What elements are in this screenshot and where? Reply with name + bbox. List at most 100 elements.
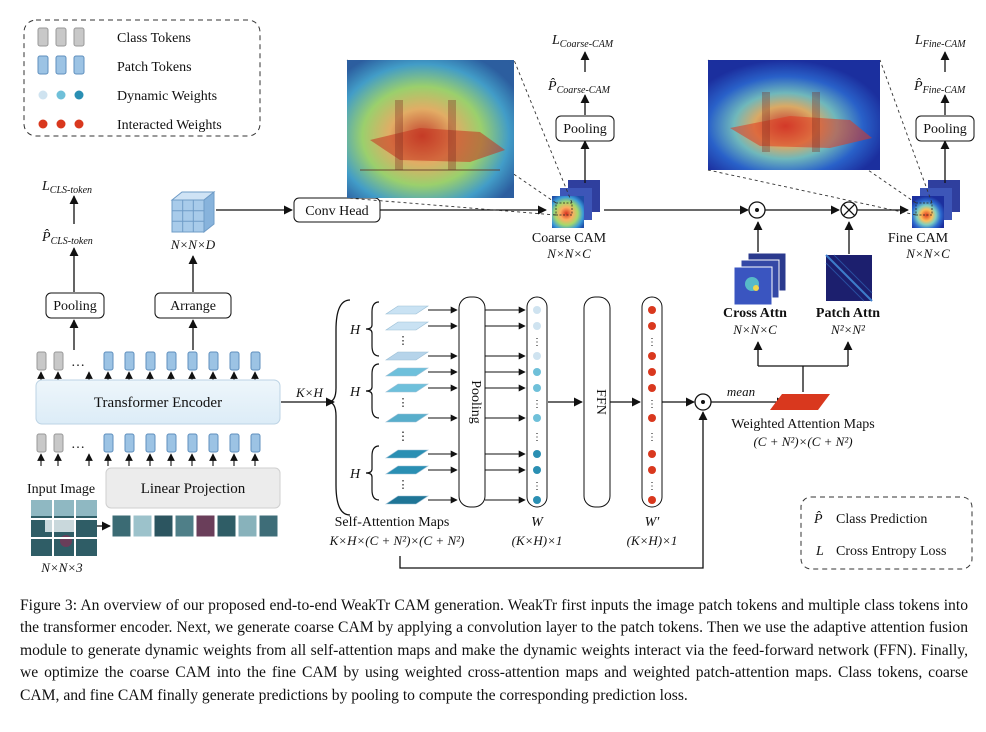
- class-token-swatch: [37, 27, 85, 47]
- attention-map: [385, 495, 429, 505]
- weighted-maps-label: Weighted Attention Maps: [731, 417, 875, 432]
- mean-label: mean: [727, 384, 755, 399]
- patch-token: [250, 433, 261, 453]
- pred-fine-cam: P̂Fine-CAM: [913, 78, 966, 96]
- notation-p-text: Class Prediction: [836, 512, 927, 527]
- dynamic-weight-swatch: [38, 90, 84, 100]
- interacted-weight: [648, 414, 656, 422]
- legend: Class Tokens Patch Tokens Dynamic Weight…: [23, 19, 261, 137]
- coarse-cam-heatmap: [347, 60, 514, 198]
- patch-token: [208, 433, 219, 453]
- nnd-label: N×N×D: [170, 237, 216, 252]
- input-image-label: Input Image: [27, 482, 95, 497]
- attention-map: [385, 367, 429, 377]
- svg-text:⋮: ⋮: [647, 481, 657, 492]
- svg-text:⋮: ⋮: [647, 432, 657, 443]
- patch-token: [103, 351, 114, 371]
- loss-coarse-cam: LCoarse-CAM: [551, 33, 614, 50]
- svg-text:⋮: ⋮: [398, 335, 409, 347]
- w-vector-box: [526, 296, 548, 508]
- cross-attn-label: Cross Attn: [723, 306, 787, 321]
- token-ellipsis: …: [71, 355, 85, 370]
- w-prime-label: W′: [645, 515, 661, 530]
- pooling-box-cls: [45, 292, 105, 319]
- patch-token: [166, 433, 177, 453]
- patch-token: [208, 351, 219, 371]
- patch-token: [124, 351, 135, 371]
- interacted-weight: [648, 384, 656, 392]
- attention-map: [385, 413, 429, 423]
- svg-text:⋮: ⋮: [532, 399, 542, 410]
- patch-token: [145, 433, 156, 453]
- weaktr-diagram: Class Tokens Patch Tokens Dynamic Weight…: [23, 19, 975, 575]
- class-token: [36, 351, 47, 371]
- dynamic-weight: [533, 496, 541, 504]
- loss-fine-cam: LFine-CAM: [914, 33, 966, 50]
- image-patch: [111, 514, 132, 538]
- input-image-grid: [31, 500, 97, 556]
- token-ellipsis: …: [71, 437, 85, 452]
- image-patch: [237, 514, 258, 538]
- w-dims-label: (K×H)×1: [512, 533, 563, 548]
- dynamic-weight-vector: ⋮⋮⋮⋮: [532, 306, 542, 504]
- coarse-cam-label: Coarse CAM: [532, 231, 607, 246]
- notation-l-text: Cross Entropy Loss: [836, 544, 946, 559]
- input-dims-label: N×N×3: [40, 560, 83, 575]
- ffn-label: FFN: [593, 389, 608, 415]
- svg-text:⋮: ⋮: [647, 337, 657, 348]
- arrange-box: [154, 292, 232, 319]
- image-patch: [153, 514, 174, 538]
- attention-map: [385, 305, 429, 315]
- patch-token: [103, 433, 114, 453]
- image-patch: [195, 514, 216, 538]
- cross-attn-dims-label: N×N×C: [732, 322, 777, 337]
- kxh-label: K×H: [295, 385, 323, 400]
- attention-map: [385, 465, 429, 475]
- svg-text:⋮: ⋮: [647, 399, 657, 410]
- patch-token: [229, 351, 240, 371]
- svg-text:⋮: ⋮: [398, 397, 409, 409]
- encoder-input-tokens: …: [36, 433, 261, 466]
- pooling-box-fine: [915, 115, 975, 142]
- patch-attention-map: [825, 254, 873, 302]
- dynamic-weight: [533, 466, 541, 474]
- patch-attn-label: Patch Attn: [816, 306, 880, 321]
- pooling-box-coarse: [555, 115, 615, 142]
- interacted-weight: [648, 352, 656, 360]
- self-attention-maps-label: Self-Attention Maps: [335, 515, 450, 530]
- head-count-label: H: [349, 467, 361, 482]
- attention-map: [385, 321, 429, 331]
- dynamic-weight: [533, 322, 541, 330]
- fine-cam-dims: N×N×C: [905, 246, 950, 261]
- patch-token: [187, 351, 198, 371]
- svg-text:⋮: ⋮: [398, 479, 409, 491]
- interacted-weight: [648, 368, 656, 376]
- patch-token: [166, 351, 177, 371]
- legend-interacted-weights: Interacted Weights: [117, 118, 222, 133]
- self-attention-map-groups: H⋮H⋮H⋮⋮: [349, 301, 458, 505]
- pred-coarse-cam: P̂Coarse-CAM: [547, 78, 611, 96]
- dynamic-weight: [533, 306, 541, 314]
- class-token: [53, 433, 64, 453]
- interacted-weight: [648, 450, 656, 458]
- patch-token: [145, 351, 156, 371]
- legend-dynamic-weights: Dynamic Weights: [117, 89, 217, 104]
- interacted-weight: [648, 322, 656, 330]
- pooling-arrows: [485, 306, 526, 504]
- attention-map: [385, 383, 429, 393]
- fine-cam-heatmap: [708, 60, 880, 170]
- image-patch: [174, 514, 195, 538]
- coarse-cam-stack: [552, 180, 600, 228]
- head-count-label: H: [349, 323, 361, 338]
- notation-p-symbol: P̂: [813, 511, 823, 527]
- weighted-attention-map-icon: [770, 394, 830, 410]
- w-prime-dims-label: (K×H)×1: [627, 533, 678, 548]
- encoder-output-tokens: …: [36, 351, 261, 380]
- attention-pooling-box: [458, 296, 486, 508]
- image-patch: [258, 514, 279, 538]
- interacted-weight-swatch: [38, 119, 84, 129]
- conv-head-label: Conv Head: [305, 204, 368, 219]
- pred-cls-token: P̂CLS-token: [41, 229, 93, 247]
- coarse-cam-dims: N×N×C: [546, 246, 591, 261]
- attention-pooling-label: Pooling: [468, 380, 483, 424]
